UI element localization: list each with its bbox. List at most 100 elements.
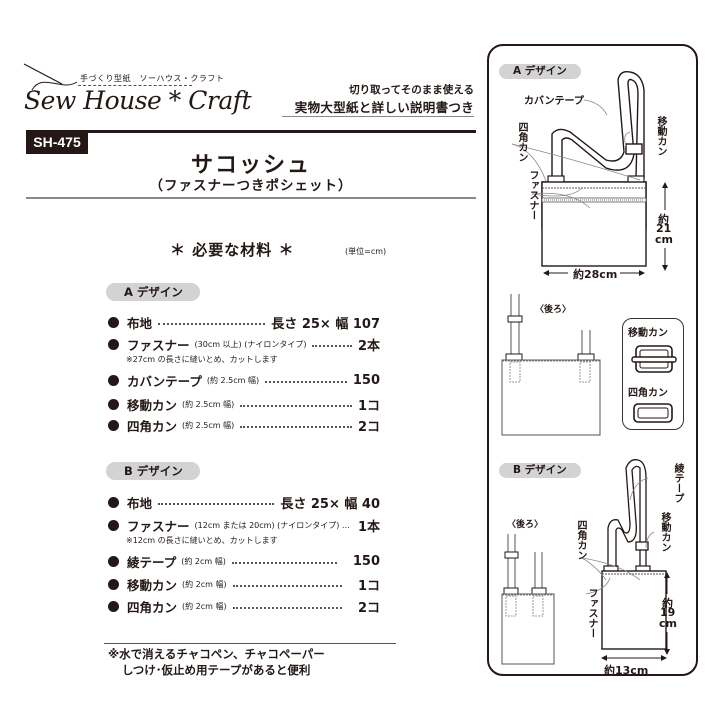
brand-logo: Sew House * Craft — [24, 86, 252, 115]
material-row: ファスナー (30cm 以上) (ナイロンタイプ) 2本 — [108, 335, 380, 354]
leader-dots — [265, 381, 347, 383]
material-qty: 1コ — [357, 398, 380, 414]
material-name: ファスナー — [127, 518, 190, 534]
design-a-pill: A デザイン — [106, 283, 200, 301]
material-qty: 1本 — [357, 519, 380, 535]
brand-subtitle: 手づくり型紙 ソーハウス・クラフト — [80, 74, 225, 83]
label-back-a: 〈後ろ〉 — [535, 305, 572, 315]
material-spec: (約 2.5cm 幅) — [206, 375, 260, 385]
design-b-pill: B デザイン — [106, 462, 200, 480]
material-name: 移動カン — [127, 577, 178, 593]
bullet-icon — [108, 338, 119, 350]
footnote-rule — [104, 643, 396, 644]
product-title: サコッシュ — [190, 153, 311, 178]
materials-heading: ＊ 必要な材料 ＊ — [170, 241, 295, 259]
diagram-b-pill: B デザイン — [499, 463, 581, 478]
tagline-1: 切り取ってそのまま使える — [349, 84, 474, 96]
bag-b-back-illustration — [501, 534, 555, 665]
material-name: 移動カン — [127, 397, 178, 413]
slider-buckle-icon — [631, 345, 677, 373]
material-qty: 150 — [352, 372, 380, 388]
material-name: 四角カン — [127, 418, 178, 434]
material-name: 布地 — [127, 315, 153, 331]
leader-dots — [158, 323, 266, 325]
material-row: 四角カン (約 2.5cm 幅) 2コ — [108, 416, 380, 435]
bag-b-front-illustration — [601, 459, 667, 650]
material-spec: (約 2cm 幅) — [182, 579, 227, 589]
label-strap-a: カバンテープ — [524, 96, 584, 107]
bullet-icon — [108, 398, 119, 410]
dim-a-height-prefix: 約 — [658, 213, 669, 226]
bullet-icon — [108, 519, 119, 531]
leader-dots — [232, 585, 342, 587]
bullet-icon — [108, 600, 119, 612]
material-row: 布地 長さ 25× 幅 40 — [108, 493, 380, 512]
product-subtitle: （ファスナーつきポシェット） — [149, 178, 353, 194]
label-ring-hw: 四角カン — [628, 388, 668, 399]
dim-b-height-number: 19 — [660, 606, 676, 619]
dim-a-height-unit: cm — [655, 233, 673, 246]
label-ring-a: 四角カン — [516, 122, 527, 162]
material-qty: 2コ — [357, 419, 380, 435]
material-qty: 長さ 25× 幅 107 — [271, 316, 380, 332]
square-ring-icon — [633, 403, 673, 423]
material-spec: (30cm 以上) (ナイロンタイプ) — [194, 339, 307, 349]
material-spec: (約 2.5cm 幅) — [182, 399, 235, 409]
label-back-b: 〈後ろ〉 — [507, 520, 544, 530]
material-qty: 長さ 25× 幅 40 — [280, 496, 380, 512]
label-slider-hw: 移動カン — [628, 328, 668, 339]
dim-b-width: 約13cm — [604, 664, 649, 677]
leader-dots — [232, 607, 342, 609]
leader-dots — [231, 562, 337, 564]
material-qty: 1コ — [357, 578, 380, 594]
bullet-icon — [108, 555, 119, 567]
material-row: 移動カン (約 2.5cm 幅) 1コ — [108, 395, 380, 414]
leader-dots — [158, 503, 275, 505]
bag-a-back-illustration — [501, 294, 601, 436]
bullet-icon — [108, 419, 119, 431]
leader-lines-b — [581, 477, 655, 595]
material-spec: (約 2.5cm 幅) — [182, 420, 235, 430]
hardware-legend — [622, 318, 684, 430]
bullet-icon — [108, 496, 119, 508]
needle-thread-icon — [23, 63, 78, 91]
label-slider-b: 移動カン — [659, 512, 670, 552]
material-note: ※27cm の長さに縫いとめ、カットします — [126, 355, 278, 364]
material-row: 四角カン (約 2cm 幅) 2コ — [108, 597, 380, 616]
material-name: ファスナー — [127, 337, 190, 353]
label-zipper-a: ファスナー — [527, 170, 538, 220]
material-row: 移動カン (約 2cm 幅) 1コ — [108, 575, 380, 594]
label-zipper-b: ファスナー — [586, 588, 597, 638]
material-qty: 2コ — [357, 600, 380, 616]
material-spec: (12cm または 20cm) (ナイロンタイプ) … — [194, 520, 350, 530]
leader-lines-a — [511, 99, 641, 209]
material-name: 四角カン — [127, 599, 178, 615]
tagline-rule — [282, 116, 474, 117]
material-qty: 150 — [352, 553, 380, 569]
diagram-panel — [487, 44, 698, 676]
material-name: カバンテープ — [127, 373, 202, 389]
dim-b-height-unit: cm — [659, 617, 677, 630]
material-row: カバンテープ (約 2.5cm 幅) 150 — [108, 371, 380, 389]
material-row: 布地 長さ 25× 幅 107 — [108, 313, 380, 332]
dimension-arrows-b — [601, 572, 670, 661]
logo-dashed-line — [78, 85, 192, 86]
material-row: ファスナー (12cm または 20cm) (ナイロンタイプ) … 1本 — [108, 516, 380, 535]
leader-dots — [240, 405, 352, 407]
dim-a-width: 約28cm — [573, 268, 618, 281]
bullet-icon — [108, 374, 119, 386]
material-row: 綾テープ (約 2cm 幅) 150 — [108, 552, 380, 570]
dimension-arrows-a — [543, 182, 668, 276]
product-code: SH-475 — [26, 130, 88, 154]
header-bar — [26, 130, 476, 133]
dim-b-height-prefix: 約 — [662, 597, 673, 610]
footnote-line-2: しつけ･仮止め用テープがあると便利 — [122, 663, 311, 677]
tagline-2: 実物大型紙と詳しい説明書つき — [294, 100, 474, 115]
material-note: ※12cm の長さに縫いとめ、カットします — [126, 536, 278, 545]
label-slider-a: 移動カン — [655, 116, 666, 156]
material-name: 綾テープ — [127, 554, 177, 570]
dim-a-height-number: 21 — [656, 222, 672, 235]
leader-dots — [312, 345, 352, 347]
label-ring-b: 四角カン — [575, 520, 586, 560]
title-rule — [26, 197, 476, 199]
